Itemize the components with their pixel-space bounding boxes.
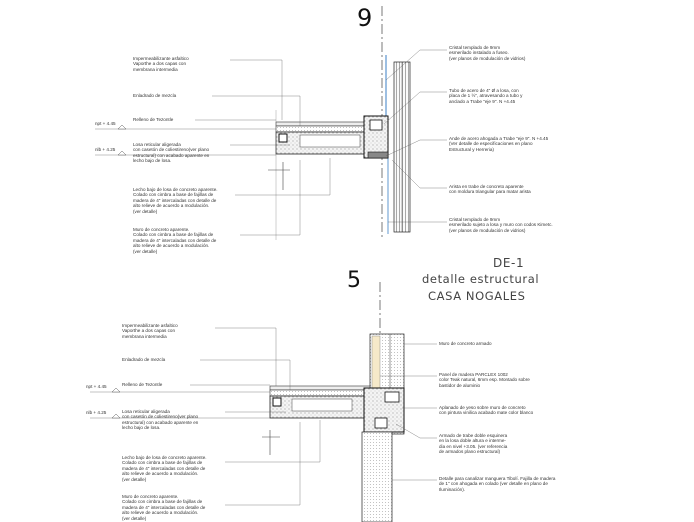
detail-code: DE-1 xyxy=(493,256,525,270)
note-bottom-right-4: Armado de trabe doble esquinera en la lo… xyxy=(439,433,508,455)
note-bottom-left-4: Losa reticular aligerada con casetón de … xyxy=(122,409,199,431)
detail-marker-top: 9 xyxy=(357,4,373,32)
note-top-right-3: Ande de acero ahogada a Trabe "eje 9". N… xyxy=(449,136,549,152)
detail-name: detalle estructural xyxy=(422,272,540,286)
note-top-left-4: Losa reticular aligerada con casetón de … xyxy=(133,142,210,164)
project-name: CASA NOGALES xyxy=(428,289,526,303)
detail-top-section xyxy=(95,6,447,240)
note-top-right-5: Cristal templado de 9mm esmerilado sujet… xyxy=(449,217,553,233)
note-bottom-right-2: Panel de madera PARCLEX 1002 color Teak … xyxy=(439,372,530,388)
detail-marker-bottom: 5 xyxy=(347,268,361,293)
note-top-left-2: Enladrado de mezcla xyxy=(133,93,177,98)
note-top-left-1: Impermeabilizante asfaltico Vaporthe a d… xyxy=(133,56,189,72)
level-top-nlb: nlb + 4.25 xyxy=(95,147,116,152)
note-bottom-left-2: Enladrado de mezcla xyxy=(122,357,166,362)
note-bottom-left-6: Muro de concreto aparente. Colado con ci… xyxy=(122,494,206,521)
level-bottom-nlb: nlb + 4.25 xyxy=(86,410,107,415)
note-top-right-4: Arista en trabe de concreto aparente con… xyxy=(449,184,531,195)
note-bottom-left-3: Relleno de Tezontle xyxy=(122,382,163,387)
note-top-right-2: Tubo de acero de 4" Ø a losa, con placa … xyxy=(449,88,523,104)
note-bottom-right-5: Detalle para canalizar manguera Tibolí. … xyxy=(439,476,556,492)
level-bottom-npt: npt + 4.45 xyxy=(86,384,107,389)
note-bottom-right-1: Muro de concreto armado xyxy=(439,341,492,346)
note-bottom-left-5: Lecho bajo de losa de concreto aparente.… xyxy=(122,455,207,482)
detail-bottom-section xyxy=(90,282,437,522)
level-top-npt: npt + 4.45 xyxy=(95,121,116,126)
note-bottom-right-3: Aplanado de yeso sobre muro de concreto … xyxy=(439,405,534,416)
note-top-left-6: Muro de concreto aparente. Colado con ci… xyxy=(133,227,217,254)
note-top-left-3: Relleno de Tezontle xyxy=(133,117,174,122)
note-top-left-5: Lecho bajo de losa de concreto aparente.… xyxy=(133,187,218,214)
note-top-right-1: Cristal templado de 9mm esmerilado insta… xyxy=(449,45,526,61)
note-bottom-left-1: Impermeabilizante asfaltico Vaporthe a d… xyxy=(122,323,178,339)
